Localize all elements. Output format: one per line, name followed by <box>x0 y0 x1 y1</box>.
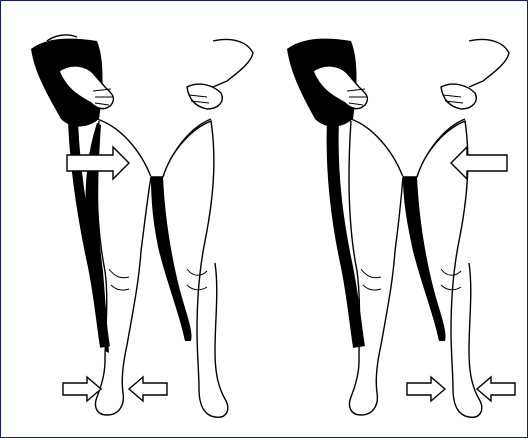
right-leg-1-outline <box>349 121 403 415</box>
right-panel-arrow-ankle-right <box>407 377 445 401</box>
left-panel-right-arm <box>213 40 253 88</box>
left-panel-arrow-ankle-left <box>129 377 167 401</box>
left-panel <box>31 35 253 417</box>
left-panel-arrow-ankle-right <box>63 377 101 401</box>
right-panel-arrow-ankle-left <box>477 377 515 401</box>
right-panel <box>287 39 515 418</box>
